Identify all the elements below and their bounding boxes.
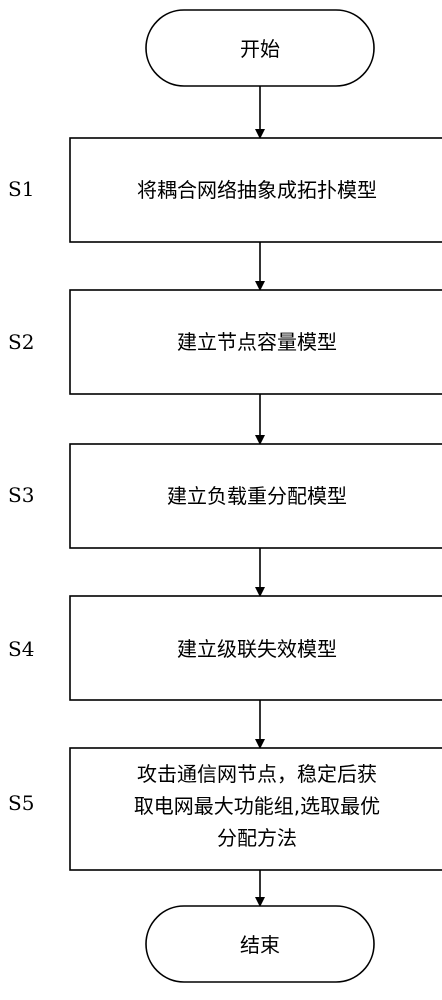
end-text: 结束 <box>240 933 280 957</box>
step-label-s4: S4 <box>8 637 34 661</box>
step-text-s2: 建立节点容量模型 <box>177 330 337 354</box>
step-s2: S2 建立节点容量模型 <box>8 289 442 395</box>
step-text-s4: 建立级联失效模型 <box>177 637 337 661</box>
step-text-s1: 将耦合网络抽象成拓扑模型 <box>137 178 377 202</box>
step-box-s4 <box>69 595 442 701</box>
step-box-s5 <box>69 747 442 871</box>
step-text-s5-line-3: 分配方法 <box>217 826 297 850</box>
step-label-s3: S3 <box>8 483 34 507</box>
step-label-s1: S1 <box>8 177 34 201</box>
end-node: 结束 <box>145 905 375 983</box>
step-label-s5: S5 <box>8 791 34 815</box>
step-box-s2 <box>69 289 442 395</box>
step-s5: S5 攻击通信网节点，稳定后获 取电网最大功能组,选取最优 分配方法 <box>8 747 442 871</box>
step-label-s2: S2 <box>8 330 34 354</box>
step-text-s5-line-1: 攻击通信网节点，稳定后获 <box>137 762 377 786</box>
step-box-s1 <box>69 137 442 243</box>
step-box-s3 <box>69 443 442 549</box>
step-s4: S4 建立级联失效模型 <box>8 595 442 701</box>
step-text-s3: 建立负载重分配模型 <box>167 484 347 508</box>
step-s1: S1 将耦合网络抽象成拓扑模型 <box>8 137 442 243</box>
start-text: 开始 <box>240 37 280 61</box>
step-text-s5-line-2: 取电网最大功能组,选取最优 <box>134 794 380 818</box>
step-s3: S3 建立负载重分配模型 <box>8 443 442 549</box>
start-node: 开始 <box>145 9 375 87</box>
